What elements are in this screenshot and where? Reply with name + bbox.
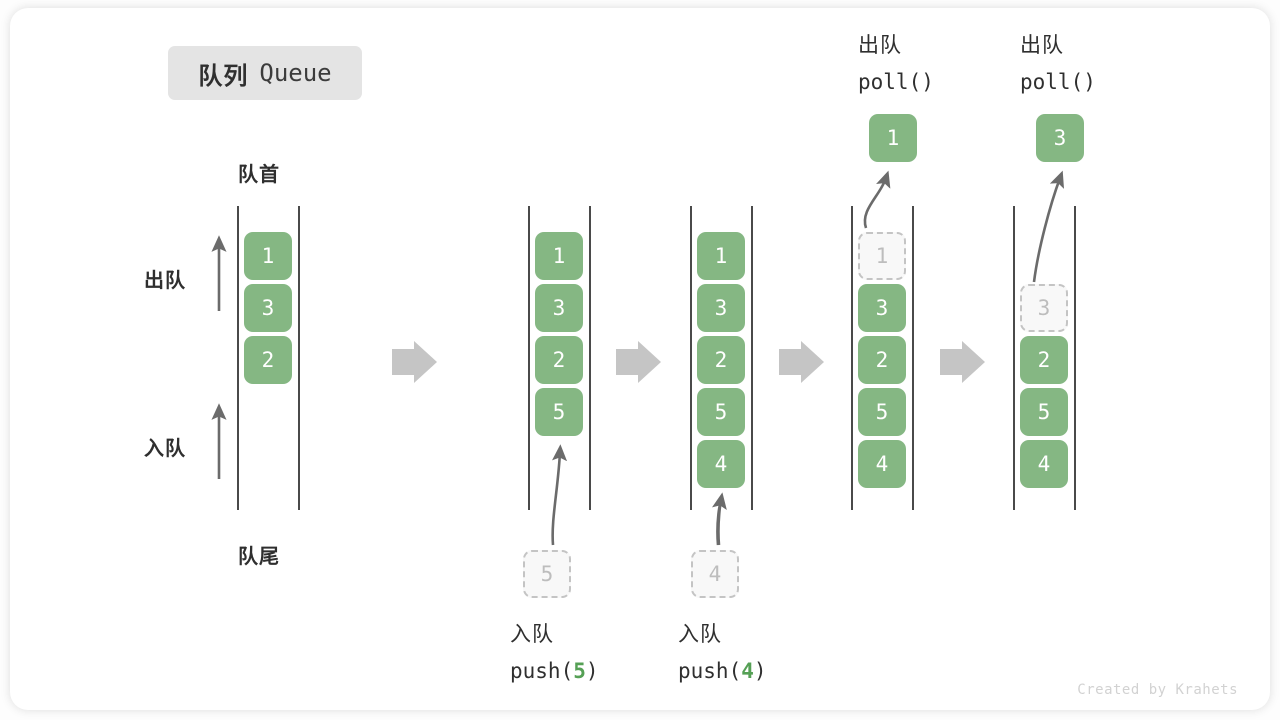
operation-caption-poll-2: 出队 poll() bbox=[1020, 28, 1096, 100]
queue-rail-left-col2 bbox=[528, 206, 530, 510]
incoming-value-box: 5 bbox=[523, 550, 571, 598]
queue-head-label: 队首 bbox=[238, 164, 280, 186]
queue-cell: 3 bbox=[244, 284, 292, 332]
queue-cell: 5 bbox=[535, 388, 583, 436]
queue-rail-right-col4 bbox=[912, 206, 914, 510]
queue-tail-label: 队尾 bbox=[238, 546, 280, 568]
title-chinese: 队列 bbox=[198, 62, 249, 90]
operation-caption-poll-1: 出队 poll() bbox=[858, 28, 934, 100]
queue-cell: 2 bbox=[697, 336, 745, 384]
queue-rail-left-col3 bbox=[690, 206, 692, 510]
queue-rail-left-col5 bbox=[1013, 206, 1015, 510]
operation-code-label: push(5) bbox=[510, 659, 599, 683]
queue-cell: 1 bbox=[697, 232, 745, 280]
queue-cell: 3 bbox=[697, 284, 745, 332]
incoming-value-box: 4 bbox=[691, 550, 739, 598]
operation-code-label: push(4) bbox=[678, 659, 767, 683]
queue-cell: 5 bbox=[1020, 388, 1068, 436]
queue-rail-right-col3 bbox=[751, 206, 753, 510]
dequeue-direction-label: 出队 bbox=[144, 270, 186, 292]
queue-cell: 2 bbox=[1020, 336, 1068, 384]
queue-cell: 4 bbox=[858, 440, 906, 488]
queue-cell: 4 bbox=[697, 440, 745, 488]
queue-cell-removed: 3 bbox=[1020, 284, 1068, 332]
queue-rail-left-col4 bbox=[851, 206, 853, 510]
queue-cell: 3 bbox=[535, 284, 583, 332]
queue-cell: 2 bbox=[535, 336, 583, 384]
operation-cn-label: 出队 bbox=[858, 34, 902, 57]
operation-code-label: poll() bbox=[1020, 70, 1096, 94]
queue-cell: 2 bbox=[244, 336, 292, 384]
operation-cn-label: 入队 bbox=[678, 623, 722, 646]
queue-cell: 5 bbox=[697, 388, 745, 436]
footer-credit: Created by Krahets bbox=[1077, 682, 1238, 698]
queue-cell: 1 bbox=[244, 232, 292, 280]
queue-rail-right-col1 bbox=[298, 206, 300, 510]
diagram-title-badge: 队列 Queue bbox=[168, 46, 362, 100]
queue-cell: 1 bbox=[535, 232, 583, 280]
queue-cell: 4 bbox=[1020, 440, 1068, 488]
operation-cn-label: 出队 bbox=[1020, 34, 1064, 57]
queue-rail-right-col2 bbox=[589, 206, 591, 510]
operation-code-label: poll() bbox=[858, 70, 934, 94]
queue-cell: 2 bbox=[858, 336, 906, 384]
popped-value-box: 1 bbox=[869, 114, 917, 162]
queue-cell-removed: 1 bbox=[858, 232, 906, 280]
title-english: Queue bbox=[259, 59, 332, 87]
queue-cell: 5 bbox=[858, 388, 906, 436]
queue-rail-left-col1 bbox=[237, 206, 239, 510]
queue-rail-right-col5 bbox=[1074, 206, 1076, 510]
operation-caption-push-5: 入队 push(5) bbox=[510, 617, 599, 689]
enqueue-direction-label: 入队 bbox=[144, 438, 186, 460]
operation-caption-push-4: 入队 push(4) bbox=[678, 617, 767, 689]
operation-cn-label: 入队 bbox=[510, 623, 554, 646]
diagram-card bbox=[10, 8, 1270, 710]
queue-cell: 3 bbox=[858, 284, 906, 332]
popped-value-box: 3 bbox=[1036, 114, 1084, 162]
